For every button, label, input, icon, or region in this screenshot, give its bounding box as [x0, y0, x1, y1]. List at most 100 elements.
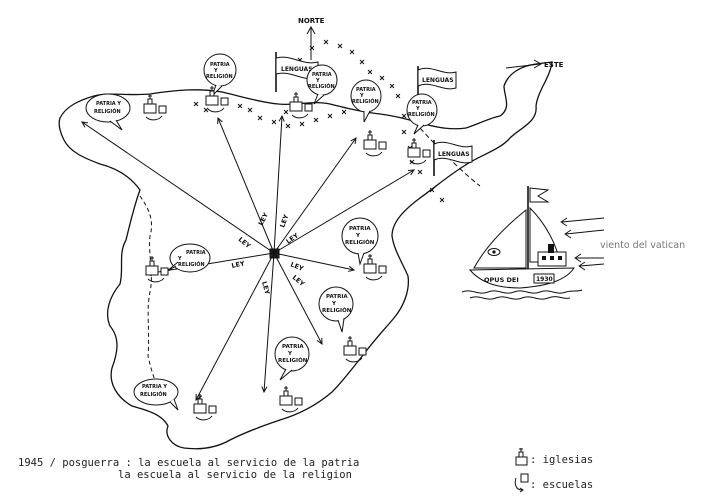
bubble-text: PATRIA	[210, 62, 230, 68]
cross-mark	[203, 107, 209, 113]
cross-mark	[337, 43, 343, 49]
bubble-valencia: PATRIA Y RELIGIÓN	[341, 217, 379, 266]
ray-arrowhead	[195, 393, 202, 402]
bubble-cantabria: PATRIA Y RELIGIÓN	[306, 64, 338, 105]
ray-arrowhead	[316, 337, 323, 346]
church-school-site	[279, 386, 303, 413]
bubble-text: Y	[177, 256, 182, 262]
legend: : iglesias : escuelas	[514, 448, 593, 493]
cross-mark	[417, 169, 423, 175]
hull-year: 1930	[536, 276, 553, 283]
ley-ray	[273, 252, 323, 345]
legend-school-icon	[514, 473, 529, 493]
compass-north: NORTE	[298, 17, 325, 60]
bubble-text: PATRIA	[282, 344, 304, 350]
cross-mark	[313, 117, 319, 123]
bubble-text: Y	[315, 78, 320, 84]
bubble-text: RELIGIÓN	[94, 108, 121, 115]
bubble-galicia: PATRIA Y RELIGIÓN	[85, 93, 131, 131]
church-school-site	[143, 94, 167, 121]
church-school-site	[363, 254, 387, 281]
bubble-text: Y	[331, 301, 337, 307]
north-label: NORTE	[298, 17, 325, 25]
boat-flag	[529, 187, 550, 203]
hull-label: OPUS DEI	[484, 276, 519, 284]
church-school-site	[205, 86, 229, 113]
legend-schools: : escuelas	[530, 479, 593, 491]
bubble-text: RELIGIÓN	[178, 261, 205, 268]
cross-mark	[429, 187, 435, 193]
church-school-site	[363, 130, 387, 157]
cross-mark	[401, 129, 407, 135]
ley-label: LEY	[231, 259, 246, 270]
bubble-text: Y	[287, 351, 293, 357]
bubble-text: PATRIA	[412, 100, 432, 106]
bubble-basque: PATRIA Y RELIGIÓN	[350, 79, 382, 123]
bubble-text: PATRIA Y	[96, 101, 121, 107]
flag-catalonia: LENGUAS	[433, 140, 473, 176]
ley-label: LEY	[289, 260, 305, 273]
cross-mark	[379, 75, 385, 81]
bubble-text: Y	[213, 68, 218, 74]
bubble-text: PATRIA	[326, 294, 348, 300]
ray-arrowhead	[81, 121, 89, 128]
flag-label: LENGUAS	[438, 151, 470, 158]
cross-mark	[257, 115, 263, 121]
cross-mark	[439, 197, 445, 203]
cross-mark	[193, 101, 199, 107]
east-label: ESTE	[544, 61, 564, 69]
cross-mark	[237, 103, 243, 109]
cross-mark	[271, 119, 277, 125]
ley-ray	[273, 137, 357, 254]
bubble-text: RELIGIÓN	[206, 73, 233, 80]
bubble-text: RELIGIÓN	[278, 357, 308, 364]
bubble-andalucia-center: PATRIA Y RELIGIÓN	[274, 336, 310, 381]
church-school-site	[407, 138, 431, 165]
cross-mark	[285, 123, 291, 129]
church-school-sites	[143, 86, 431, 421]
ley-label: LEY	[285, 231, 301, 245]
bubble-text: Y	[359, 93, 364, 99]
church-school-site	[145, 256, 169, 283]
cross-mark	[401, 113, 407, 119]
cross-mark	[395, 93, 401, 99]
cross-mark	[367, 69, 373, 75]
cross-mark	[323, 39, 329, 45]
caption-line-2: la escuela al servicio de la religion	[118, 469, 352, 481]
caption-line-1: 1945 / posguerra : la escuela al servici…	[18, 457, 360, 469]
wind-label: viento del vatican	[600, 240, 685, 251]
bubble-text: PATRIA	[349, 226, 371, 232]
peninsula-outline	[58, 61, 553, 450]
bubble-text: PATRIA	[312, 72, 332, 78]
ray-arrowhead	[217, 116, 223, 125]
boat-sail	[473, 208, 527, 269]
cross-mark	[389, 83, 395, 89]
ley-ray	[273, 115, 283, 254]
portugal-border	[139, 195, 169, 405]
ley-ray	[273, 252, 355, 271]
bubble-text: Y	[415, 106, 420, 112]
ray-arrowhead	[261, 386, 268, 394]
cross-mark	[327, 113, 333, 119]
bubble-text: RELIGIÓN	[352, 98, 379, 105]
flag-label: LENGUAS	[281, 66, 313, 73]
ley-label: LEY	[260, 280, 271, 295]
wind-arrows	[560, 217, 605, 271]
ley-ray	[81, 121, 275, 254]
ray-arrowhead	[407, 169, 415, 176]
waves	[461, 289, 583, 294]
cross-mark	[247, 107, 253, 113]
ray-arrowhead	[348, 265, 356, 272]
cross-mark	[283, 109, 289, 115]
legend-churches: : iglesias	[530, 454, 593, 466]
ley-ray	[195, 252, 275, 401]
flag-west: LENGUAS	[417, 66, 457, 104]
ley-label: LEY	[278, 213, 290, 228]
language-region-crosses	[193, 39, 445, 203]
ley-label: LEY	[291, 273, 307, 288]
bubble-text: RELIGIÓN	[345, 239, 375, 246]
ley-ray	[263, 252, 275, 393]
bubble-asturias: PATRIA Y RELIGIÓN	[203, 53, 237, 97]
ray-arrowhead	[278, 114, 285, 122]
bubble-text: PATRIA Y	[142, 384, 167, 390]
